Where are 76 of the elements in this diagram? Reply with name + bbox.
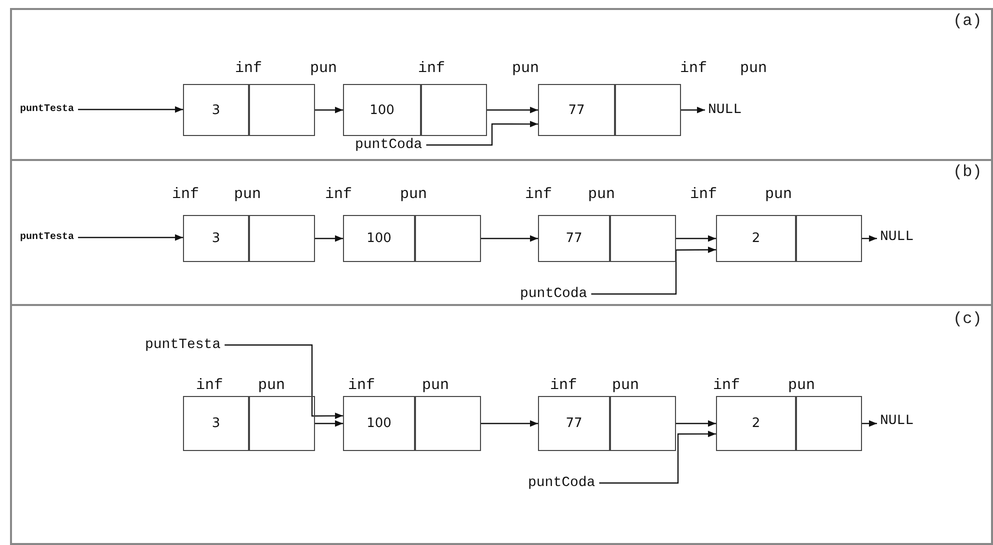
field-label: pun [740, 60, 768, 77]
pointer-arrow [676, 235, 716, 242]
pointer-cell [610, 396, 676, 451]
value-cell: 3 [183, 396, 249, 451]
pointer-arrow [426, 120, 538, 146]
pointer-cell [415, 396, 481, 451]
pointer-name: puntCoda [528, 475, 596, 491]
value-cell: 100 [343, 84, 421, 136]
field-label: inf [325, 186, 352, 203]
null-label: NULL [708, 102, 742, 118]
pointer-cell [415, 215, 481, 262]
value-cell: 77 [538, 396, 610, 451]
field-label: inf [550, 377, 578, 394]
pointer-arrow [599, 430, 716, 484]
value-cell: 100 [343, 396, 415, 451]
diagram-panel [10, 159, 993, 306]
pointer-cell [796, 396, 862, 451]
panel-label: (a) [953, 12, 982, 30]
pointer-arrow [862, 420, 877, 427]
pointer-cell [421, 84, 487, 136]
field-label: pun [422, 377, 450, 394]
pointer-name: puntTesta [20, 104, 74, 115]
value-cell: 100 [343, 215, 415, 262]
pointer-arrow [315, 235, 343, 242]
pointer-name: puntTesta [145, 337, 221, 353]
field-label: pun [310, 60, 338, 77]
field-label: pun [765, 186, 792, 203]
null-label: NULL [880, 229, 914, 245]
value-cell: 3 [183, 215, 249, 262]
field-label: pun [258, 377, 286, 394]
field-label: pun [512, 60, 540, 77]
pointer-arrow [224, 344, 343, 420]
value-cell: 77 [538, 215, 610, 262]
diagram-panel [10, 304, 993, 545]
pointer-cell [610, 215, 676, 262]
value-cell: 2 [716, 215, 796, 262]
pointer-arrow [862, 235, 877, 242]
field-label: pun [788, 377, 816, 394]
panel-label: (c) [953, 310, 982, 328]
pointer-cell [249, 84, 315, 136]
pointer-cell [249, 396, 315, 451]
pointer-arrow [315, 106, 343, 114]
panel-label: (b) [953, 163, 982, 181]
pointer-arrow [681, 106, 705, 114]
field-label: pun [612, 377, 640, 394]
pointer-arrow [78, 234, 183, 241]
null-label: NULL [880, 413, 914, 429]
field-label: inf [196, 377, 224, 394]
value-cell: 2 [716, 396, 796, 451]
field-label: inf [690, 186, 718, 203]
pointer-cell [249, 215, 315, 262]
field-label: inf [525, 186, 552, 203]
pointer-arrow [481, 235, 538, 242]
field-label: pun [234, 186, 262, 203]
pointer-arrow [315, 420, 343, 427]
pointer-cell [615, 84, 681, 136]
pointer-arrow [676, 420, 716, 427]
field-label: pun [588, 186, 616, 203]
diagram-panel [10, 8, 993, 161]
field-label: inf [680, 60, 708, 77]
field-label: inf [713, 377, 740, 394]
pointer-name: puntTesta [20, 232, 74, 243]
pointer-name: puntCoda [520, 286, 588, 302]
pointer-arrow [481, 420, 538, 427]
pointer-arrow [591, 246, 716, 295]
value-cell: 3 [183, 84, 249, 136]
pointer-arrow [78, 106, 183, 113]
value-cell: 77 [538, 84, 615, 136]
field-label: inf [172, 186, 200, 203]
field-label: pun [400, 186, 428, 203]
pointer-name: puntCoda [355, 137, 422, 153]
pointer-arrow [487, 106, 538, 114]
field-label: inf [348, 377, 376, 394]
field-label: inf [418, 60, 446, 77]
pointer-cell [796, 215, 862, 262]
field-label: inf [235, 60, 262, 77]
